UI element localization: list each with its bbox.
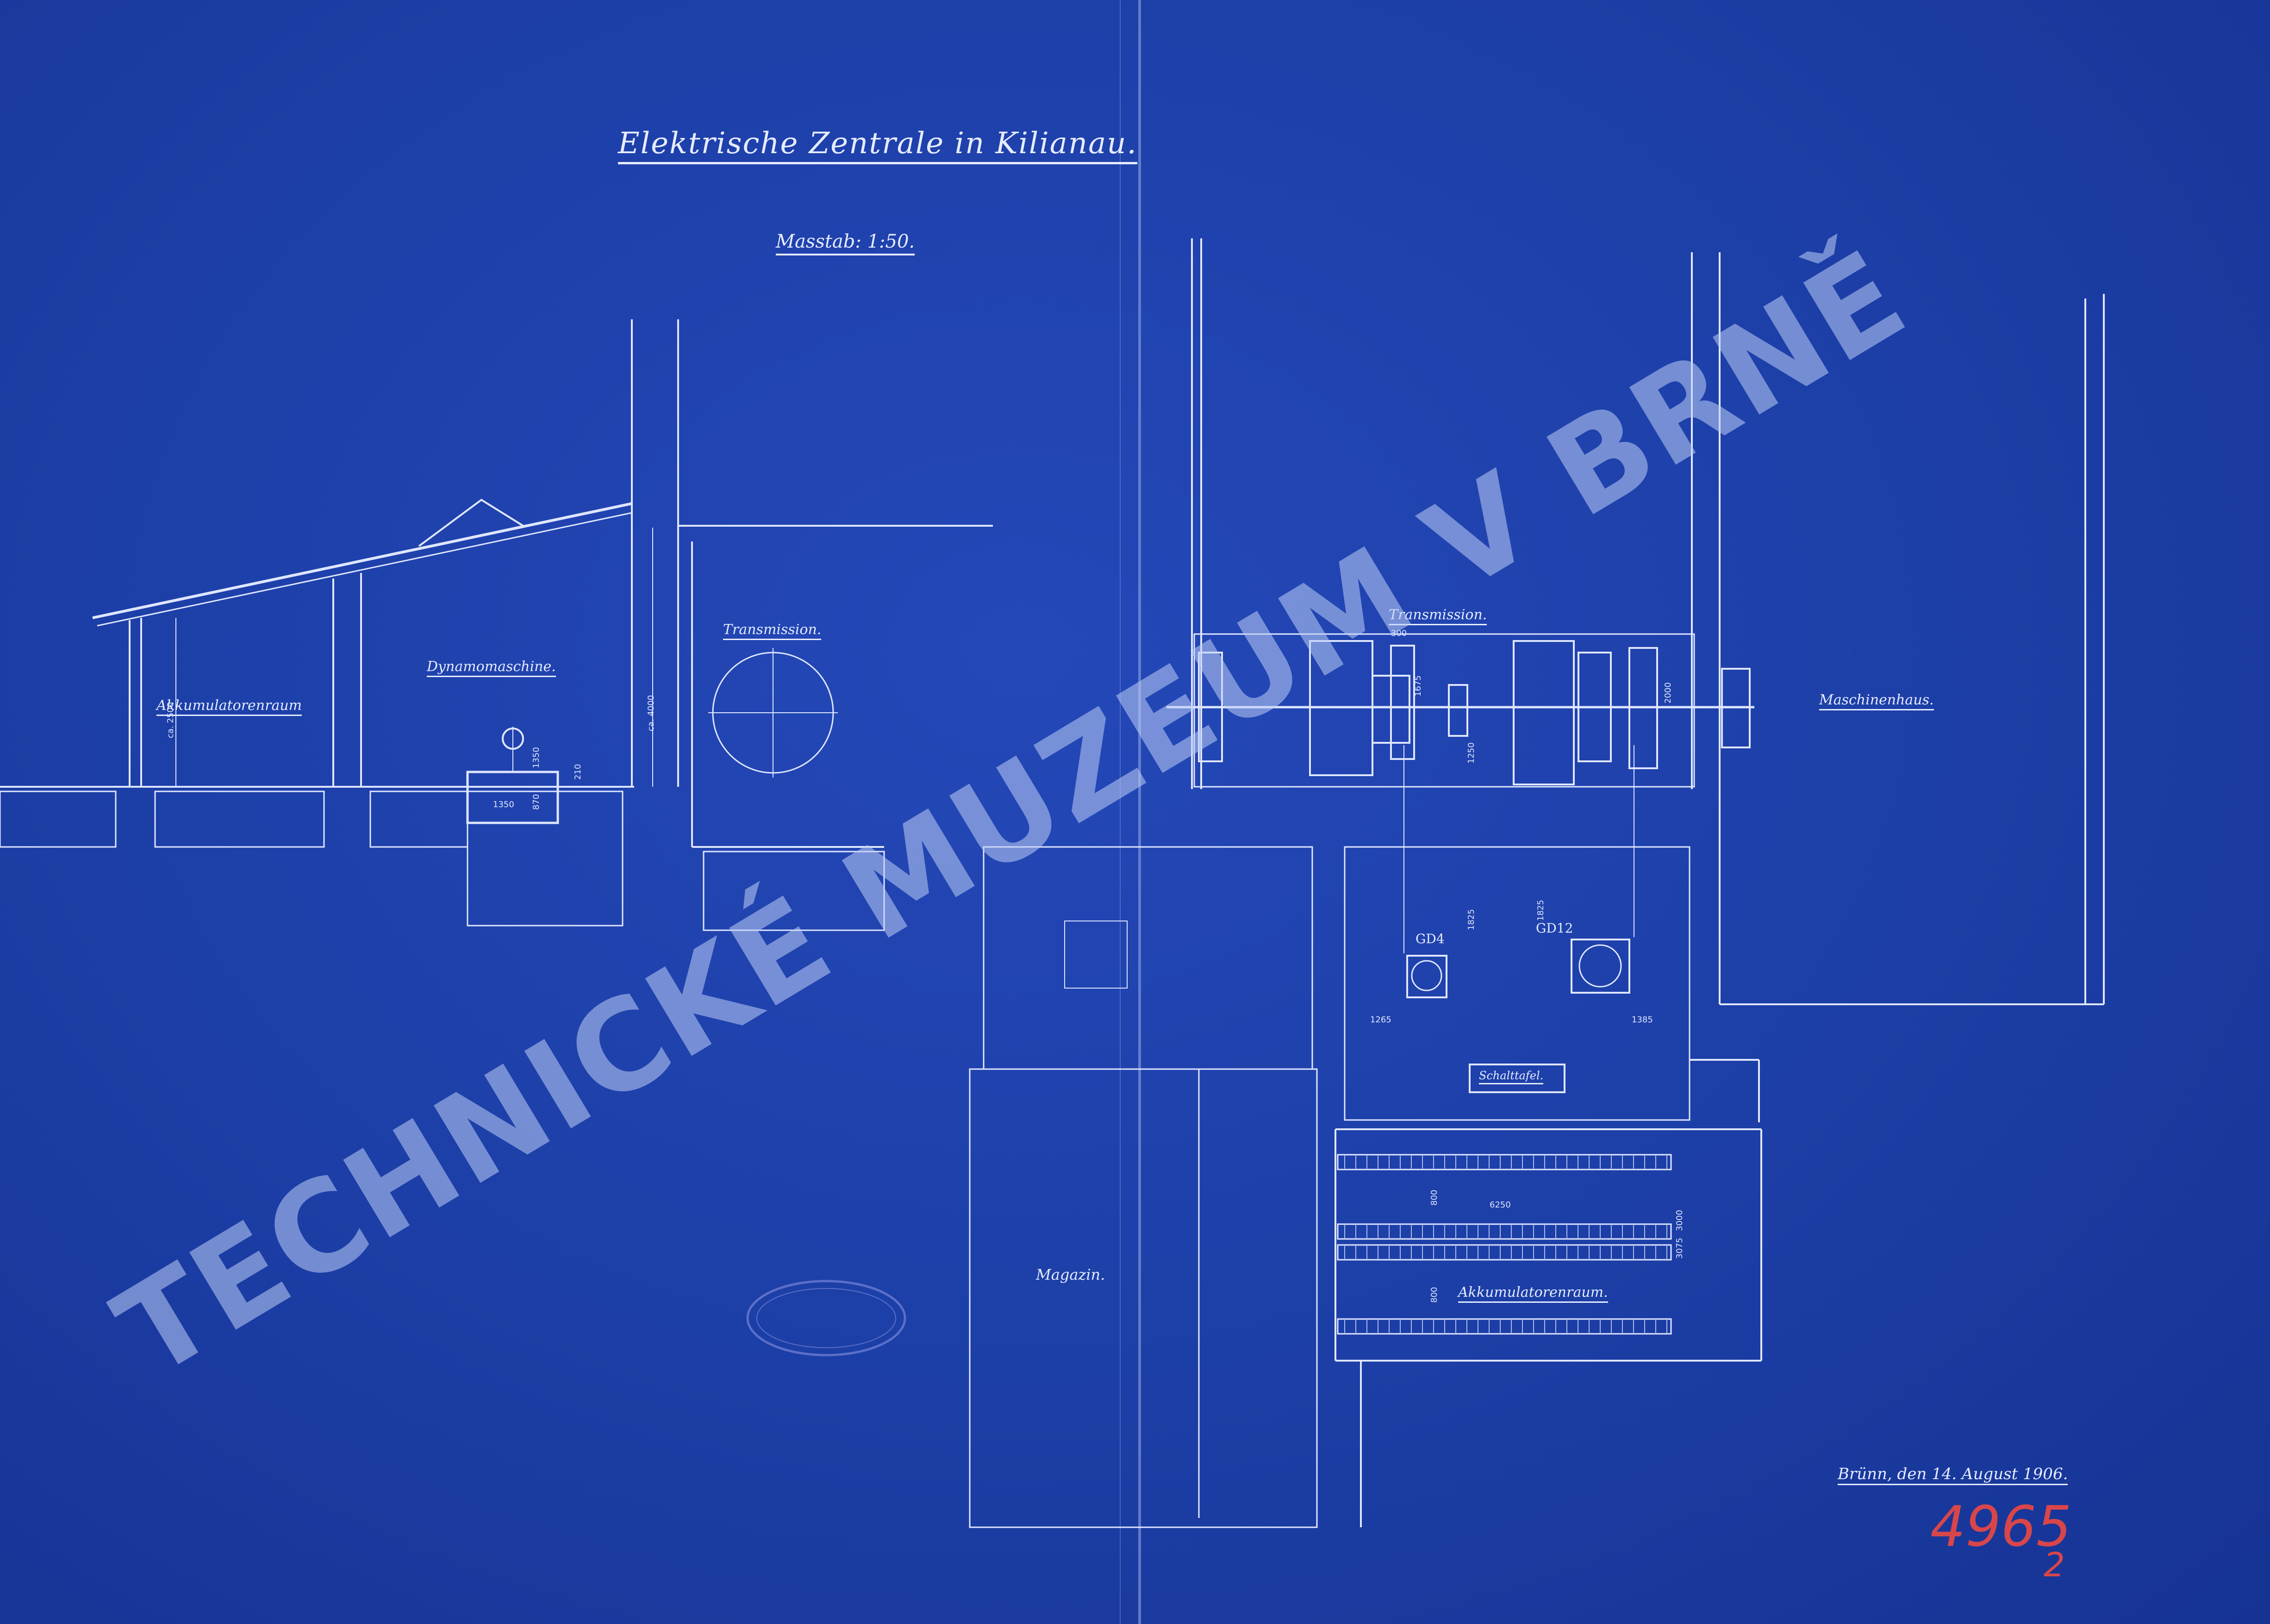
drawing-title: Elektrische Zentrale in Kilianau. (618, 129, 1137, 164)
catalog-sub-number: 2 (2044, 1545, 2065, 1584)
dim-2500: ca. 2500 (166, 702, 175, 738)
dim-300: 300 (1391, 628, 1407, 638)
label-akkumulatorenraum-plan: Akkumulatorenraum. (1458, 1286, 1608, 1303)
label-akkumulatorenraum-section: Akkumulatorenraum (156, 699, 302, 716)
dim-2000: 2000 (1663, 682, 1673, 703)
dim-3075: 3075 (1675, 1238, 1684, 1259)
generator-label-right: GD12 (1536, 921, 1573, 936)
label-transmission-plan: Transmission. (1389, 608, 1487, 625)
generator-label-left: GD4 (1416, 931, 1445, 946)
section-view (0, 319, 993, 931)
label-maschinenhaus: Maschinenhaus. (1819, 693, 1934, 710)
dim-1385: 1385 (1632, 1015, 1653, 1025)
plan-view (969, 238, 2105, 1528)
museum-stamp (746, 1280, 906, 1356)
date-line: Brünn, den 14. August 1906. (1838, 1466, 2068, 1485)
dim-1350: 1350 (493, 800, 514, 809)
label-schalttafel: Schalttafel. (1479, 1070, 1544, 1084)
dim-800b: 800 (1429, 1287, 1439, 1303)
label-magazin: Magazin. (1036, 1266, 1105, 1283)
scale-note: Masstab: 1:50. (776, 232, 915, 255)
dim-1675: 1675 (1413, 675, 1423, 697)
dim-4000: ca. 4000 (646, 695, 656, 731)
label-dynamomaschine: Dynamomaschine. (427, 660, 556, 677)
dim-3000: 3000 (1675, 1210, 1684, 1231)
dim-1265: 1265 (1370, 1015, 1391, 1025)
catalog-number: 4965 (1930, 1495, 2072, 1559)
dim-210: 210 (573, 764, 583, 780)
dim-870: 870 (531, 794, 541, 810)
dim-800a: 800 (1429, 1189, 1439, 1206)
battery-rows (1337, 1154, 1672, 1335)
dim-1825b: 1825 (1536, 900, 1546, 921)
dim-1250: 1250 (1466, 742, 1476, 764)
dim-1825a: 1825 (1466, 909, 1476, 930)
label-transmission-section: Transmission. (723, 623, 822, 640)
dim-6250: 6250 (1490, 1200, 1511, 1210)
dim-1350b: 1350 (531, 747, 541, 768)
